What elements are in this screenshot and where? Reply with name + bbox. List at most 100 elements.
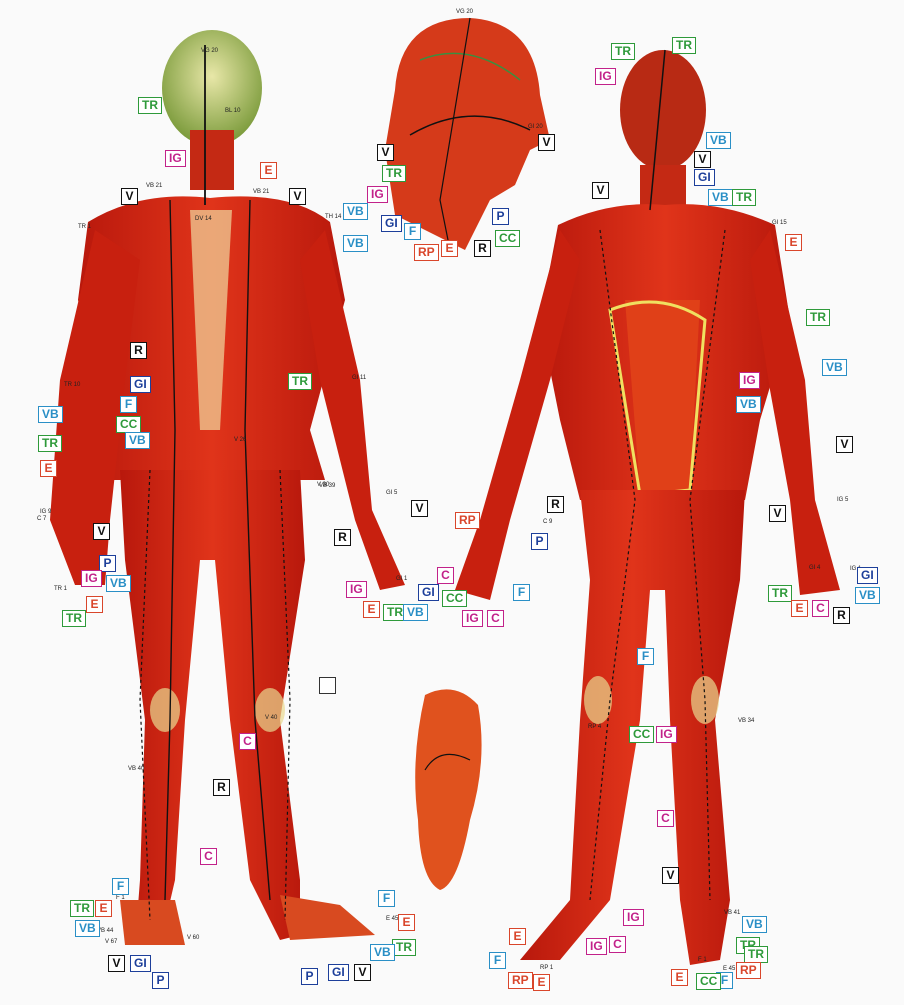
point-label: TR 1 <box>54 586 67 592</box>
point-label: V 26 <box>234 437 246 443</box>
meridian-tag: V <box>121 188 138 205</box>
meridian-tag: TR <box>672 37 696 54</box>
meridian-tag: R <box>833 607 850 624</box>
head-profile <box>385 18 550 250</box>
meridian-tag: C <box>200 848 217 865</box>
meridian-tag: TR <box>288 373 312 390</box>
meridian-tag: IG <box>739 372 760 389</box>
meridian-tag: VB <box>742 916 767 933</box>
meridian-tag: CC <box>696 973 721 990</box>
meridian-tag: IG <box>462 610 483 627</box>
meridian-tag: RP <box>736 962 761 979</box>
meridian-tag: IG <box>81 570 102 587</box>
meridian-tag: C <box>487 610 504 627</box>
meridian-tag: V <box>538 134 555 151</box>
meridian-tag: VB <box>38 406 63 423</box>
meridian-tag: IG <box>165 150 186 167</box>
meridian-tag: GI <box>130 376 151 393</box>
meridian-tag: V <box>836 436 853 453</box>
meridian-tag: CC <box>116 416 141 433</box>
meridian-tag: CC <box>442 590 467 607</box>
meridian-tag: F <box>489 952 506 969</box>
point-label: V 67 <box>105 939 117 945</box>
point-label: IG 9 <box>40 509 51 515</box>
meridian-tag: TR <box>70 900 94 917</box>
meridian-tag: VB <box>708 189 733 206</box>
meridian-tag: TR <box>732 189 756 206</box>
point-label: VG 20 <box>456 9 473 15</box>
meridian-tag: IG <box>623 909 644 926</box>
point-label: GI 15 <box>772 220 787 226</box>
meridian-tag <box>319 677 336 694</box>
meridian-tag: E <box>441 240 458 257</box>
point-label: GI 20 <box>528 124 543 130</box>
meridian-tag: C <box>239 733 256 750</box>
meridian-tag: VB <box>75 920 100 937</box>
meridian-tag: P <box>152 972 169 989</box>
point-label: E 45 <box>386 916 398 922</box>
meridian-tag: R <box>474 240 491 257</box>
meridian-tag: VB <box>370 944 395 961</box>
point-label: VB 34 <box>738 718 754 724</box>
meridian-tag: IG <box>656 726 677 743</box>
meridian-tag: IG <box>367 186 388 203</box>
meridian-tag: TR <box>768 585 792 602</box>
meridian-tag: VB <box>343 203 368 220</box>
meridian-tag: IG <box>346 581 367 598</box>
meridian-tag: C <box>812 600 829 617</box>
meridian-tag: TR <box>744 946 768 963</box>
meridian-tag: C <box>437 567 454 584</box>
meridian-tag: E <box>398 914 415 931</box>
meridian-tag: V <box>592 182 609 199</box>
meridian-tag: TR <box>392 939 416 956</box>
meridian-tag: V <box>108 955 125 972</box>
point-label: GI 4 <box>809 565 820 571</box>
meridian-tag: R <box>130 342 147 359</box>
meridian-tag: F <box>637 648 654 665</box>
meridian-tag: TR <box>62 610 86 627</box>
meridian-tag: GI <box>328 964 349 981</box>
meridian-tag: TR <box>382 165 406 182</box>
meridian-tag: GI <box>130 955 151 972</box>
meridian-tag: GI <box>418 584 439 601</box>
point-label: VB 21 <box>146 183 162 189</box>
point-label: VG 20 <box>201 48 218 54</box>
meridian-tag: V <box>769 505 786 522</box>
point-label: DV 14 <box>195 216 212 222</box>
meridian-tag: P <box>301 968 318 985</box>
meridian-tag: VB <box>125 432 150 449</box>
point-label: VB 21 <box>253 189 269 195</box>
meridian-tag: CC <box>495 230 520 247</box>
point-label: GI 11 <box>352 375 366 381</box>
meridian-tag: RP <box>508 972 533 989</box>
point-label: V 40 <box>265 715 277 721</box>
meridian-tag: C <box>657 810 674 827</box>
meridian-tag: GI <box>694 169 715 186</box>
point-label: RP 4 <box>588 724 601 730</box>
meridian-tag: R <box>334 529 351 546</box>
meridian-tag: TR <box>611 43 635 60</box>
point-label: TR 10 <box>64 382 80 388</box>
meridian-tag: GI <box>381 215 402 232</box>
meridian-tag: R <box>213 779 230 796</box>
meridian-tag: E <box>260 162 277 179</box>
meridian-tag: CC <box>629 726 654 743</box>
point-label: GI 1 <box>396 576 407 582</box>
point-label: IG 5 <box>837 497 848 503</box>
point-label: BL 10 <box>225 108 240 114</box>
meridian-tag: V <box>411 500 428 517</box>
meridian-tag: C <box>609 936 626 953</box>
meridian-tag: V <box>662 867 679 884</box>
point-label: RP 1 <box>540 965 553 971</box>
meridian-tag: RP <box>455 512 480 529</box>
meridian-tag: E <box>785 234 802 251</box>
meridian-tag: V <box>354 964 371 981</box>
point-label: GI 5 <box>386 490 397 496</box>
meridian-tag: VB <box>403 604 428 621</box>
meridian-tag: F <box>120 396 137 413</box>
meridian-tag: E <box>533 974 550 991</box>
meridian-tag: TR <box>806 309 830 326</box>
meridian-tag: R <box>547 496 564 513</box>
meridian-tag: TR <box>138 97 162 114</box>
